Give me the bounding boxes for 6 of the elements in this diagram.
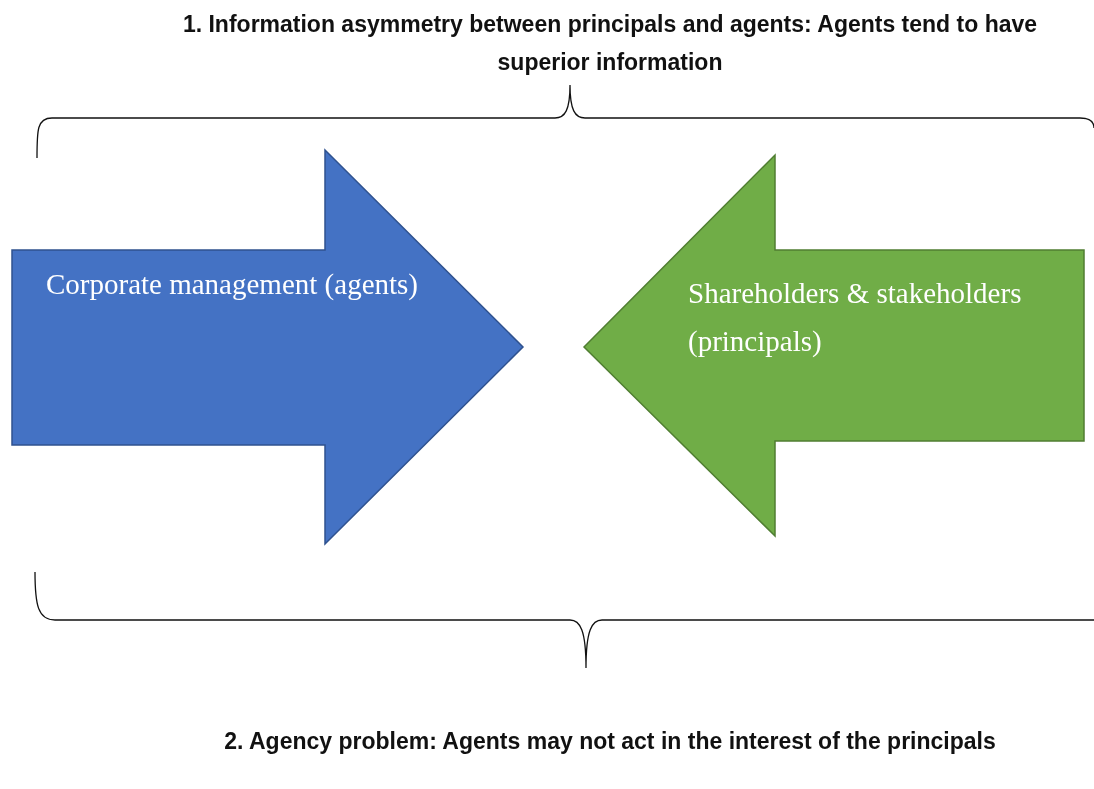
arrow-label: Corporate management (agents) — [45, 267, 419, 302]
heading-text: 2. Agency problem: Agents may not act in the interest of the principals — [223, 727, 997, 756]
arrow-label: Shareholders & stakeholders (principals) — [688, 276, 1023, 359]
heading-text: 1. Information asymmetry between principals and agents: Agents tend to have superior information — [181, 10, 1039, 77]
left-block-arrow — [584, 155, 1085, 536]
right-block-arrow — [12, 150, 523, 544]
